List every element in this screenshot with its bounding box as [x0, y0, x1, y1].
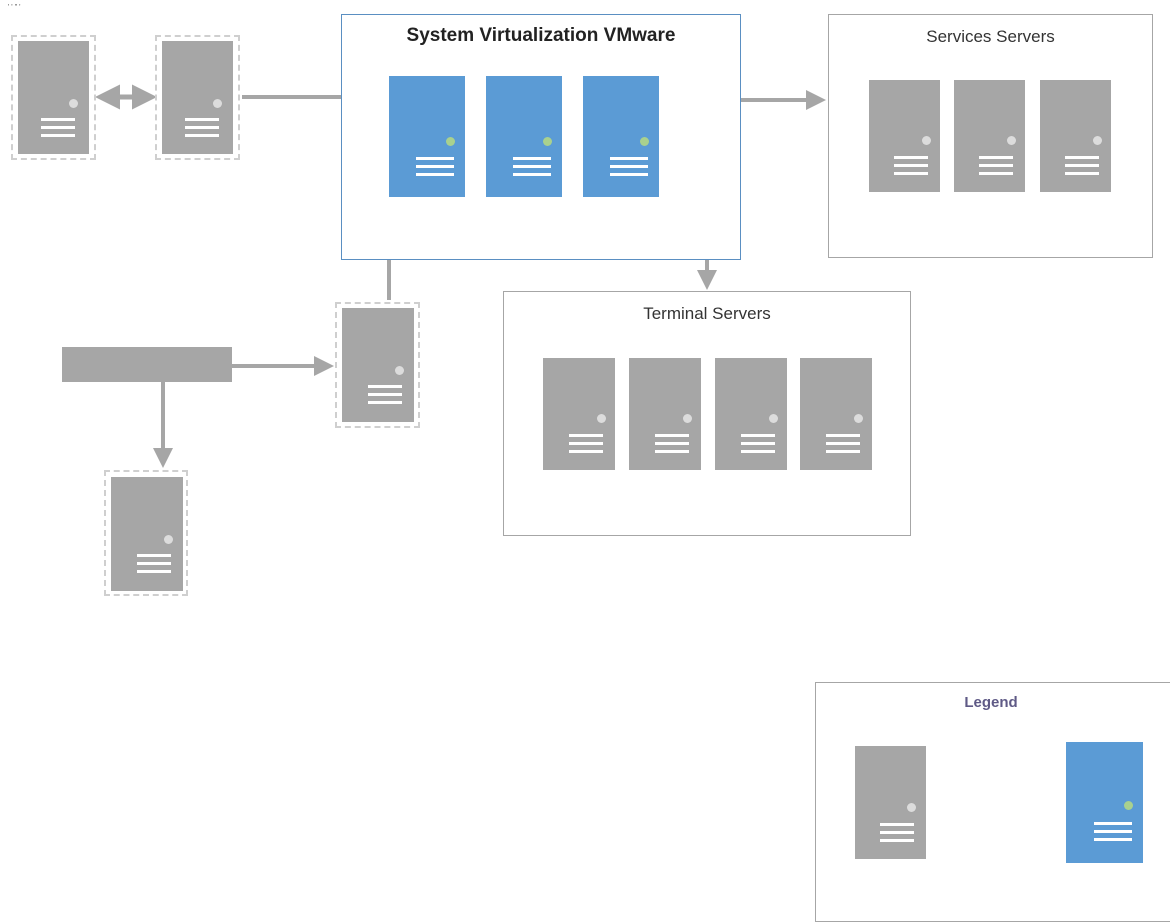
server-icon	[111, 477, 183, 591]
server-icon	[800, 358, 872, 470]
server-icon	[543, 358, 615, 470]
server-frame	[335, 302, 420, 428]
server-icon	[954, 80, 1025, 192]
server-icon	[715, 358, 787, 470]
virtual-server-icon	[486, 76, 562, 197]
vmware-group: System Virtualization VMware	[341, 14, 741, 260]
services-servers-group: Services Servers	[828, 14, 1153, 258]
legend-box: Legend	[815, 682, 1170, 922]
server-icon	[342, 308, 414, 422]
network-bar	[62, 347, 232, 382]
services-servers-title: Services Servers	[926, 27, 1055, 46]
vmware-group-title: System Virtualization VMware	[406, 25, 676, 46]
server-icon	[162, 41, 233, 154]
virtual-server-icon	[583, 76, 659, 197]
legend-title: Legend	[964, 694, 1018, 711]
virtual-server-icon	[389, 76, 465, 197]
server-icon	[18, 41, 89, 154]
terminal-servers-group: Terminal Servers	[503, 291, 911, 536]
terminal-servers-title: Terminal Servers	[643, 304, 771, 323]
server-icon	[1040, 80, 1111, 192]
server-icon	[869, 80, 940, 192]
virtual-server-icon	[1066, 742, 1143, 863]
server-icon	[629, 358, 701, 470]
server-frame	[104, 470, 188, 596]
server-icon	[855, 746, 926, 859]
server-frame	[11, 35, 96, 160]
corner-label: ' ' '' '	[8, 4, 21, 11]
server-frame	[155, 35, 240, 160]
